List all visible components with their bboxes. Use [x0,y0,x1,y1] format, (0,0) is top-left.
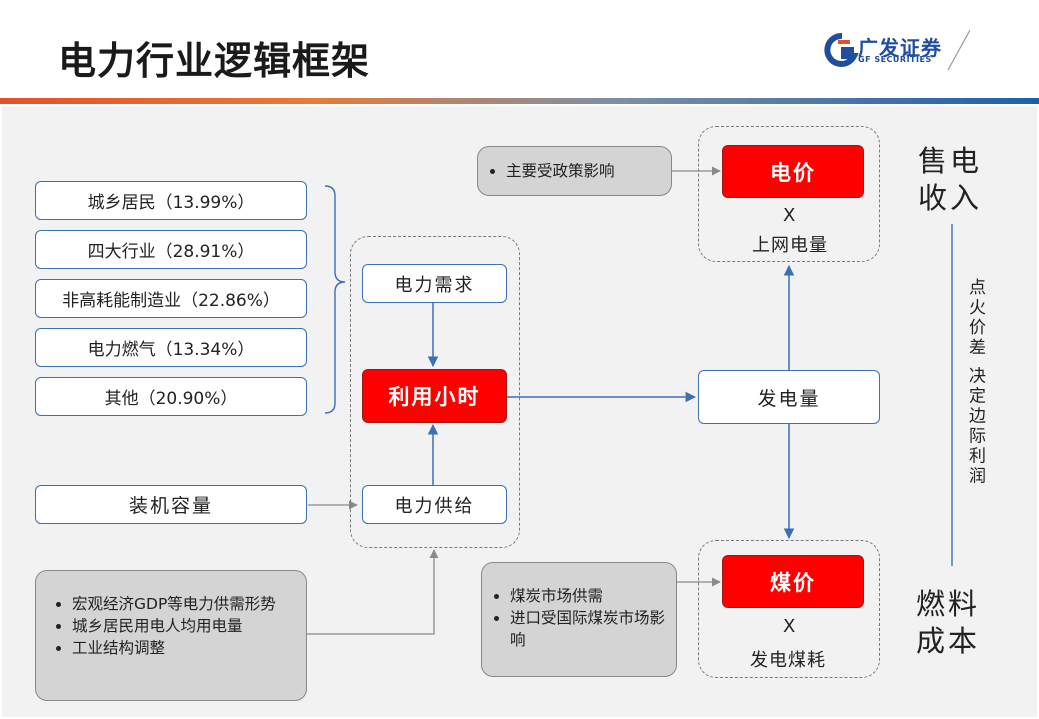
segment-power-gas: 电力燃气（13.34%） [35,328,307,367]
coal-notes-box: 煤炭市场供需 进口受国际煤炭市场影响 [481,562,677,677]
fuel-cost-label: 燃料 成本 [916,587,981,658]
spark-spread-note: 点火价差 决定边际利润 [965,278,985,487]
grid-volume-label: 上网电量 [752,235,828,256]
core-group [350,236,520,548]
multiply-sign: X [783,205,796,226]
segment-four-industries: 四大行业（28.91%） [35,230,307,269]
power-supply-box: 电力供给 [362,485,507,524]
coal-price-box: 煤价 [722,555,864,608]
multiply-sign: X [783,616,796,637]
header-divider [0,98,1039,104]
logo-text-en: GF SECURITIES [858,55,932,64]
logo-text-cn: 广发证券 [858,36,942,60]
coal-note: 煤炭市场供需 [510,585,670,607]
installed-capacity-box: 装机容量 [35,485,307,524]
electricity-price-box: 电价 [722,145,864,198]
sales-revenue-label: 售电 收入 [918,144,983,215]
power-demand-box: 电力需求 [362,264,507,303]
segment-residential: 城乡居民（13.99%） [35,181,307,220]
gf-logo-mark [824,30,970,70]
segment-manufacturing: 非高耗能制造业（22.86%） [35,279,307,318]
macro-note: 宏观经济GDP等电力供需形势 [72,593,296,615]
policy-note: 主要受政策影响 [506,160,615,182]
utilization-hours-box: 利用小时 [362,369,507,423]
coal-consumption-label: 发电煤耗 [750,650,826,671]
macro-notes-box: 宏观经济GDP等电力供需形势 城乡居民用电人均用电量 工业结构调整 [35,570,307,701]
macro-note: 城乡居民用电人均用电量 [72,615,296,637]
page-title: 电力行业逻辑框架 [58,39,371,83]
coal-note: 进口受国际煤炭市场影响 [510,607,670,651]
generation-box: 发电量 [698,370,880,424]
policy-note-box: 主要受政策影响 [477,146,672,196]
macro-note: 工业结构调整 [72,637,296,659]
price-group [698,126,880,262]
coal-group [698,540,880,678]
segment-other: 其他（20.90%） [35,377,307,416]
